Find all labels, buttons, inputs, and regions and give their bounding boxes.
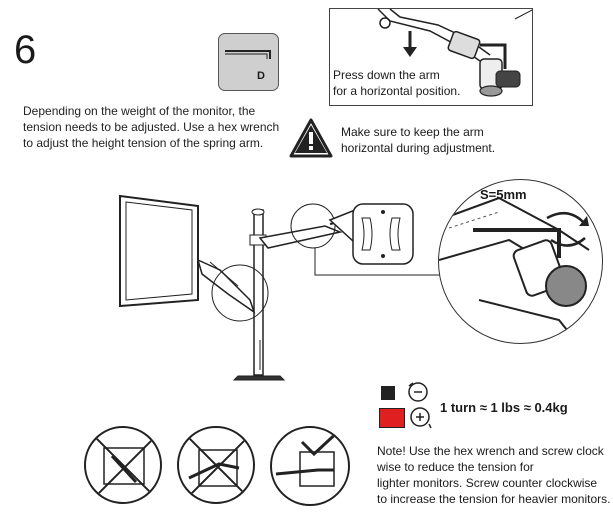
- note-line: lighter monitors. Screw counter clockwis…: [377, 476, 598, 490]
- callout-text: Press down the arm for a horizontal posi…: [333, 67, 460, 99]
- check-icon: [275, 428, 344, 487]
- warning-line: Make sure to keep the arm: [341, 125, 484, 139]
- tool-letter: D: [257, 70, 265, 82]
- wrench-size-label: S=5mm: [480, 187, 527, 202]
- step-number: 6: [14, 28, 37, 72]
- warning-icon: [289, 118, 333, 158]
- press-down-callout: Press down the arm for a horizontal posi…: [329, 8, 533, 106]
- increase-swatch: [379, 408, 405, 428]
- decrease-knob-icon: [408, 382, 428, 402]
- correct-position-illustration: [270, 426, 350, 506]
- tension-adjust-zoom: [438, 179, 603, 344]
- note-line: wise to reduce the tension for: [377, 460, 534, 474]
- decrease-swatch: [381, 386, 395, 400]
- intro-line: tension needs to be adjusted. Use a hex …: [23, 120, 280, 134]
- incorrect-position-illustration: [177, 426, 255, 504]
- hex-key-insertion-illustration: [439, 196, 590, 343]
- increase-knob-icon: [410, 407, 432, 429]
- intro-line: to adjust the height tension of the spri…: [23, 136, 264, 150]
- note-line: to increase the tension for heavier moni…: [377, 492, 611, 506]
- note-paragraph: Note! Use the hex wrench and screw clock…: [377, 443, 611, 507]
- warning-text: Make sure to keep the arm horizontal dur…: [341, 124, 495, 156]
- intro-line: Depending on the weight of the monitor, …: [23, 104, 256, 118]
- note-line: Note! Use the hex wrench and screw clock: [377, 444, 604, 458]
- prohibited-icon: [179, 428, 253, 502]
- monitor-arm-illustration: [119, 194, 440, 381]
- hex-wrench-icon: [225, 50, 271, 59]
- intro-paragraph: Depending on the weight of the monitor, …: [23, 103, 279, 151]
- arm-closeup-illustration: [377, 9, 532, 97]
- incorrect-position-illustration: [84, 426, 162, 504]
- prohibited-icon: [86, 428, 160, 502]
- callout-line: for a horizontal position.: [333, 84, 461, 98]
- callout-line: Press down the arm: [333, 68, 440, 82]
- turn-rate-text: 1 turn ≈ 1 lbs ≈ 0.4kg: [440, 400, 568, 415]
- hex-wrench-tool-card: D: [218, 33, 279, 91]
- warning-line: horizontal during adjustment.: [341, 141, 496, 155]
